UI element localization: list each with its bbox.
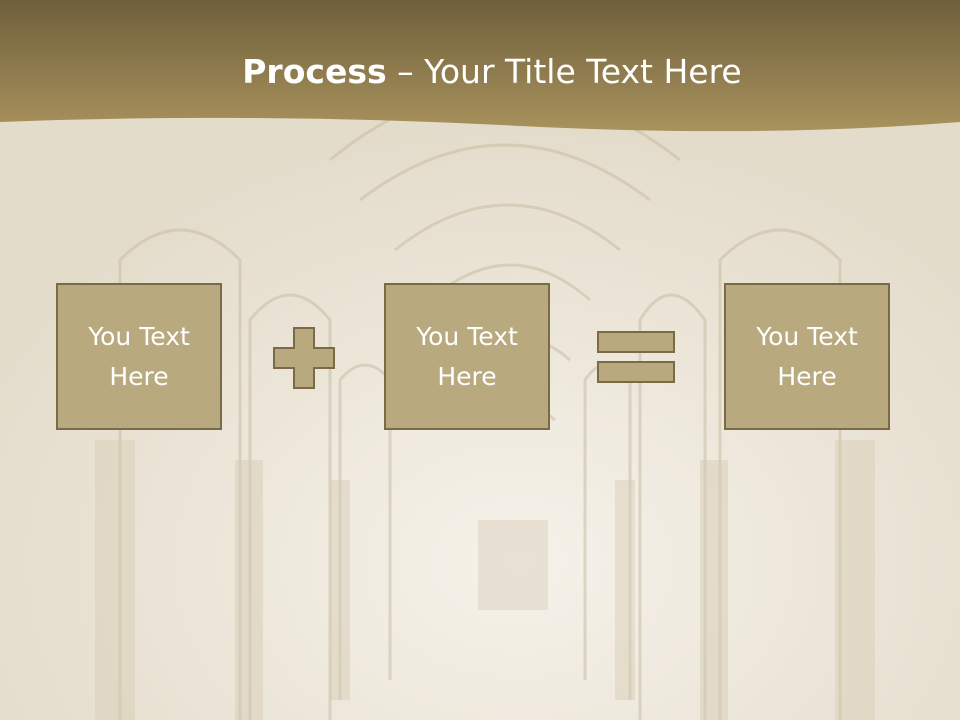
process-box-2[interactable]: You Text Here — [384, 283, 550, 430]
plus-icon — [273, 327, 335, 389]
process-box-3-text: You Text Here — [756, 321, 858, 391]
title-bold: Process — [242, 52, 387, 91]
process-box-3[interactable]: You Text Here — [724, 283, 890, 430]
slide-title: Process – Your Title Text Here — [0, 52, 960, 91]
process-box-1[interactable]: You Text Here — [56, 283, 222, 430]
title-rest: – Your Title Text Here — [386, 52, 742, 91]
equals-icon — [597, 331, 675, 383]
process-box-2-text: You Text Here — [416, 321, 518, 391]
header-band — [0, 0, 960, 132]
process-box-1-text: You Text Here — [88, 321, 190, 391]
